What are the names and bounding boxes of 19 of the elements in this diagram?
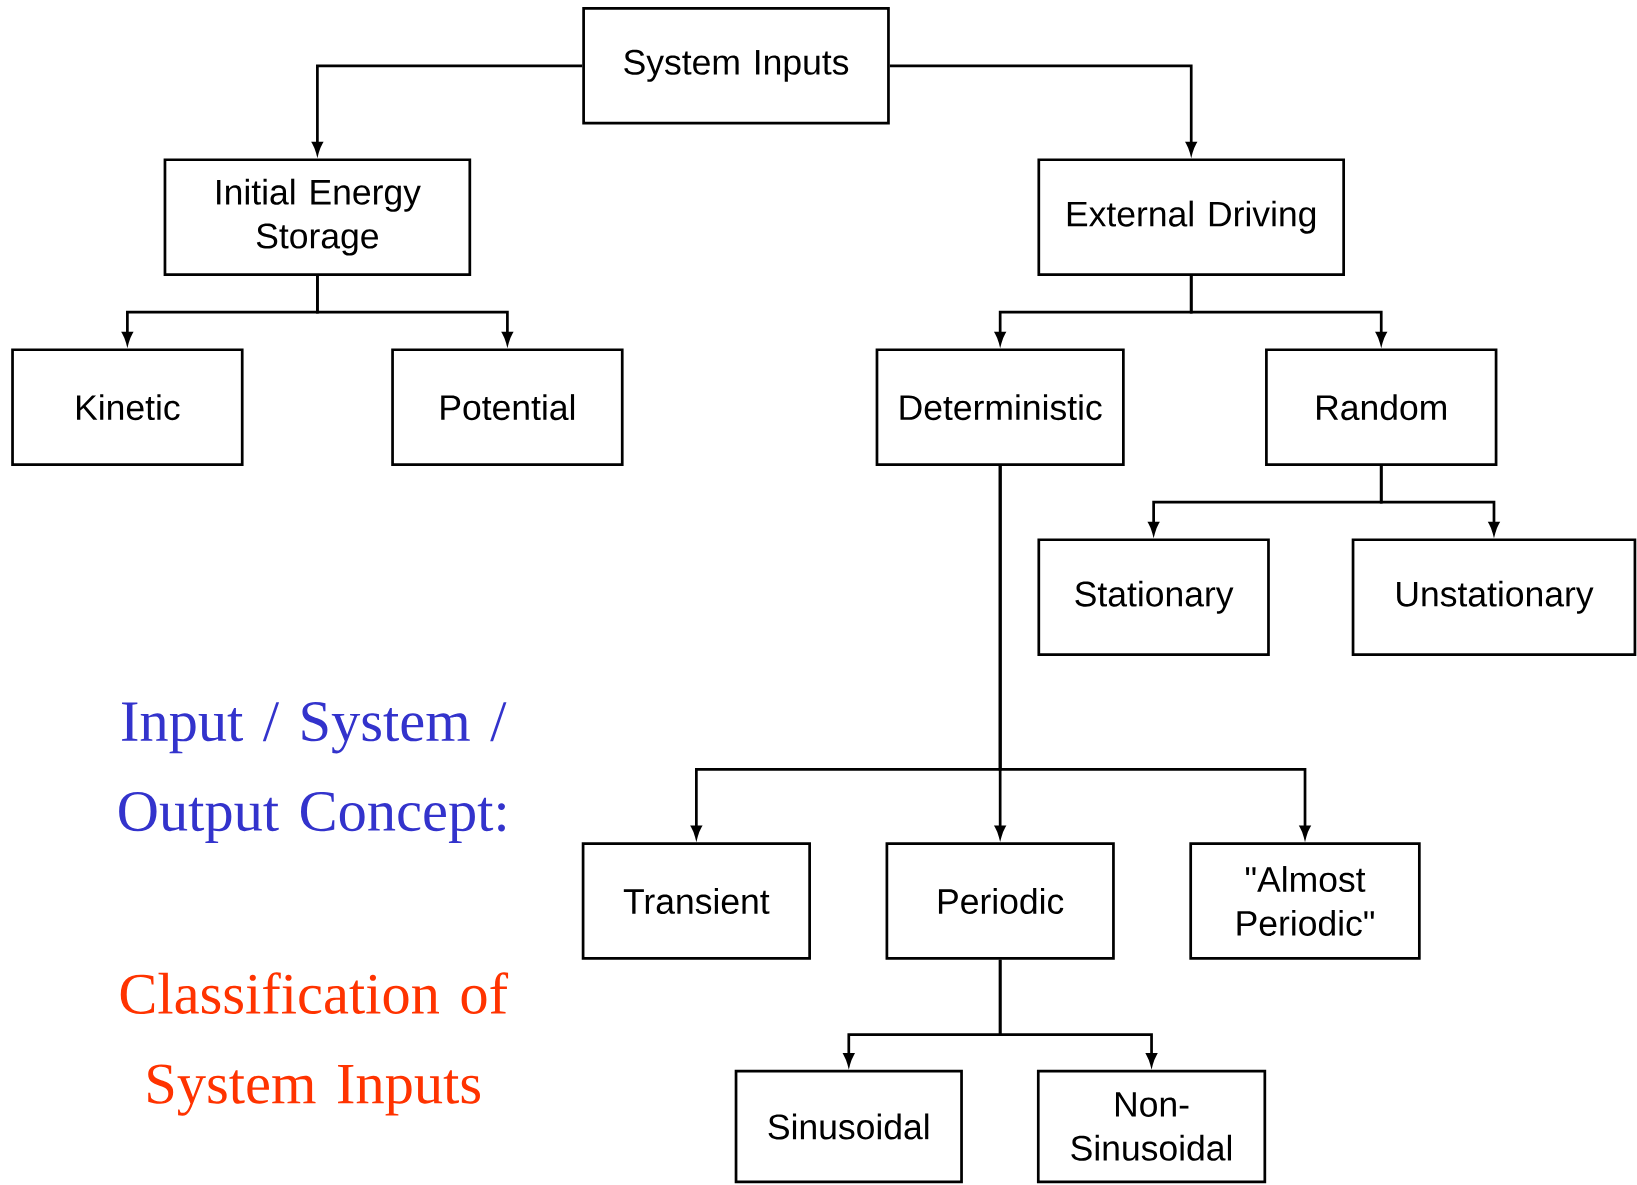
box: Deterministic xyxy=(875,348,1125,466)
arrow xyxy=(1189,275,1387,345)
arrow xyxy=(889,64,1197,155)
box: System Inputs xyxy=(582,7,890,125)
box: Kinetic xyxy=(11,348,244,466)
box: Random xyxy=(1265,348,1498,466)
box: Transient xyxy=(581,842,811,960)
box: Sinusoidal xyxy=(734,1069,963,1184)
title-text: Classification of System Inputs xyxy=(120,972,509,1116)
box: Potential xyxy=(391,348,624,466)
box: Unstationary xyxy=(1351,538,1637,656)
box: Stationary xyxy=(1037,538,1270,656)
box: Non-Sinusoidal xyxy=(1036,1069,1267,1184)
box: Initial Energy Storage xyxy=(163,158,472,276)
box: External Driving xyxy=(1037,158,1345,276)
box: Periodic xyxy=(885,842,1115,960)
box: "Almost Periodic" xyxy=(1189,842,1421,960)
arrow xyxy=(1379,466,1500,535)
title-text: Input / System / Output Concept: xyxy=(119,702,507,844)
